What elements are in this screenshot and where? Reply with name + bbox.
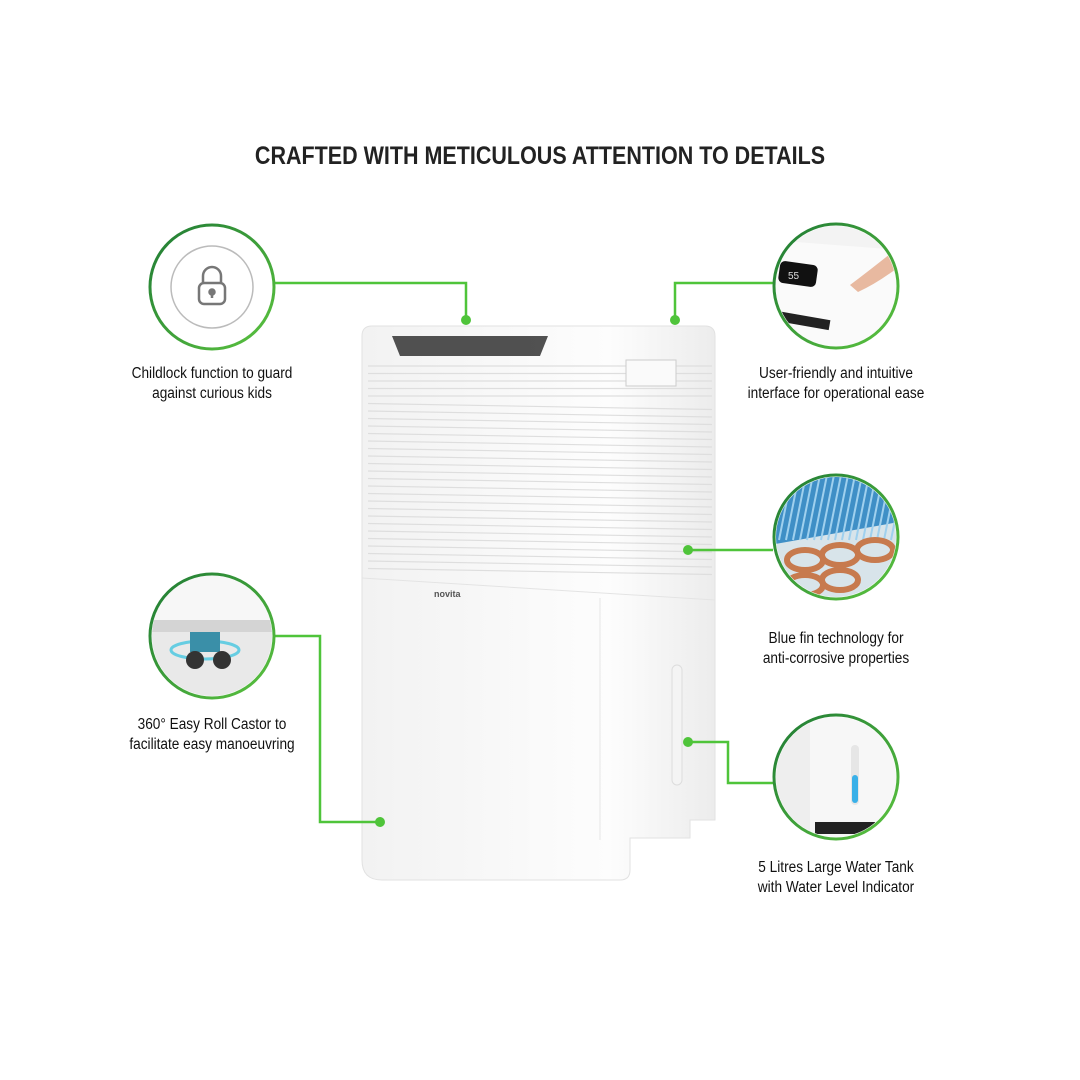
feature-caption-childlock: Childlock function to guard against curi… [98, 364, 327, 404]
fin-line [841, 477, 857, 541]
grille-slat [367, 560, 713, 568]
grille-slat [367, 447, 713, 456]
grille-slat [367, 485, 713, 493]
grille-slat [367, 410, 713, 418]
fin-line [806, 477, 822, 541]
caption-line: against curious kids [152, 385, 272, 402]
caption-line: 5 Litres Large Water Tank [758, 859, 914, 876]
grille-slat [367, 425, 713, 433]
grille-slat [367, 522, 713, 531]
caption-line: with Water Level Indicator [757, 879, 915, 896]
caption-line: anti-corrosive properties [762, 650, 910, 667]
water-tank-feature-circle [772, 713, 900, 841]
connector-lines [275, 281, 773, 824]
caption-line: facilitate easy manoeuvring [129, 736, 295, 753]
grille-slat [367, 455, 713, 463]
dehumidifier-product: novita [361, 325, 716, 881]
fin-line [890, 477, 896, 541]
fin-line [827, 477, 843, 541]
fin-line [834, 477, 850, 541]
fin-line [758, 470, 772, 540]
handle [625, 359, 677, 387]
grille-slat [367, 507, 713, 516]
grille-slat [367, 552, 713, 561]
connector-dots [375, 315, 693, 827]
grille-slat [367, 417, 713, 426]
childlock-feature-circle [148, 223, 276, 351]
grille-slat [367, 432, 713, 441]
caption-line: 360° Easy Roll Castor to [137, 716, 287, 733]
feature-caption-castor: 360° Easy Roll Castor to facilitate easy… [98, 715, 327, 755]
caption-line: Blue fin technology for [768, 630, 904, 647]
feature-caption-interface: User-friendly and intuitive interface fo… [722, 364, 951, 404]
grille-slat [367, 477, 713, 486]
fin-line [820, 477, 836, 541]
interface-feature-circle: 55 [772, 222, 900, 350]
air-vent [392, 336, 548, 356]
caption-line: User-friendly and intuitive [759, 365, 913, 382]
water-level-window [671, 664, 683, 786]
blue-fin-feature-circle [758, 470, 900, 601]
display-reading: 55 [788, 271, 800, 282]
brand-logo: novita [434, 589, 461, 599]
page-title: CRAFTED WITH METICULOUS ATTENTION TO DET… [254, 142, 826, 170]
grille-slat [367, 440, 713, 448]
feature-caption-blue-fin: Blue fin technology for anti-corrosive p… [722, 629, 951, 669]
grille-slat [367, 530, 713, 538]
grille-slat [367, 537, 713, 546]
feature-caption-water-tank: 5 Litres Large Water Tank with Water Lev… [722, 858, 951, 898]
grille-slat [367, 545, 713, 553]
fin-line [813, 477, 829, 541]
grille-slat [367, 492, 713, 501]
grille-slat [367, 402, 713, 411]
grille-slat [367, 462, 713, 471]
grille-slat [367, 470, 713, 478]
grille-slat [367, 515, 713, 523]
grille-slat [367, 500, 713, 508]
grille-slat [367, 567, 713, 576]
castor-feature-circle [148, 572, 276, 700]
caption-line: interface for operational ease [747, 385, 925, 402]
caption-line: Childlock function to guard [131, 365, 293, 382]
lock-icon [197, 265, 227, 306]
